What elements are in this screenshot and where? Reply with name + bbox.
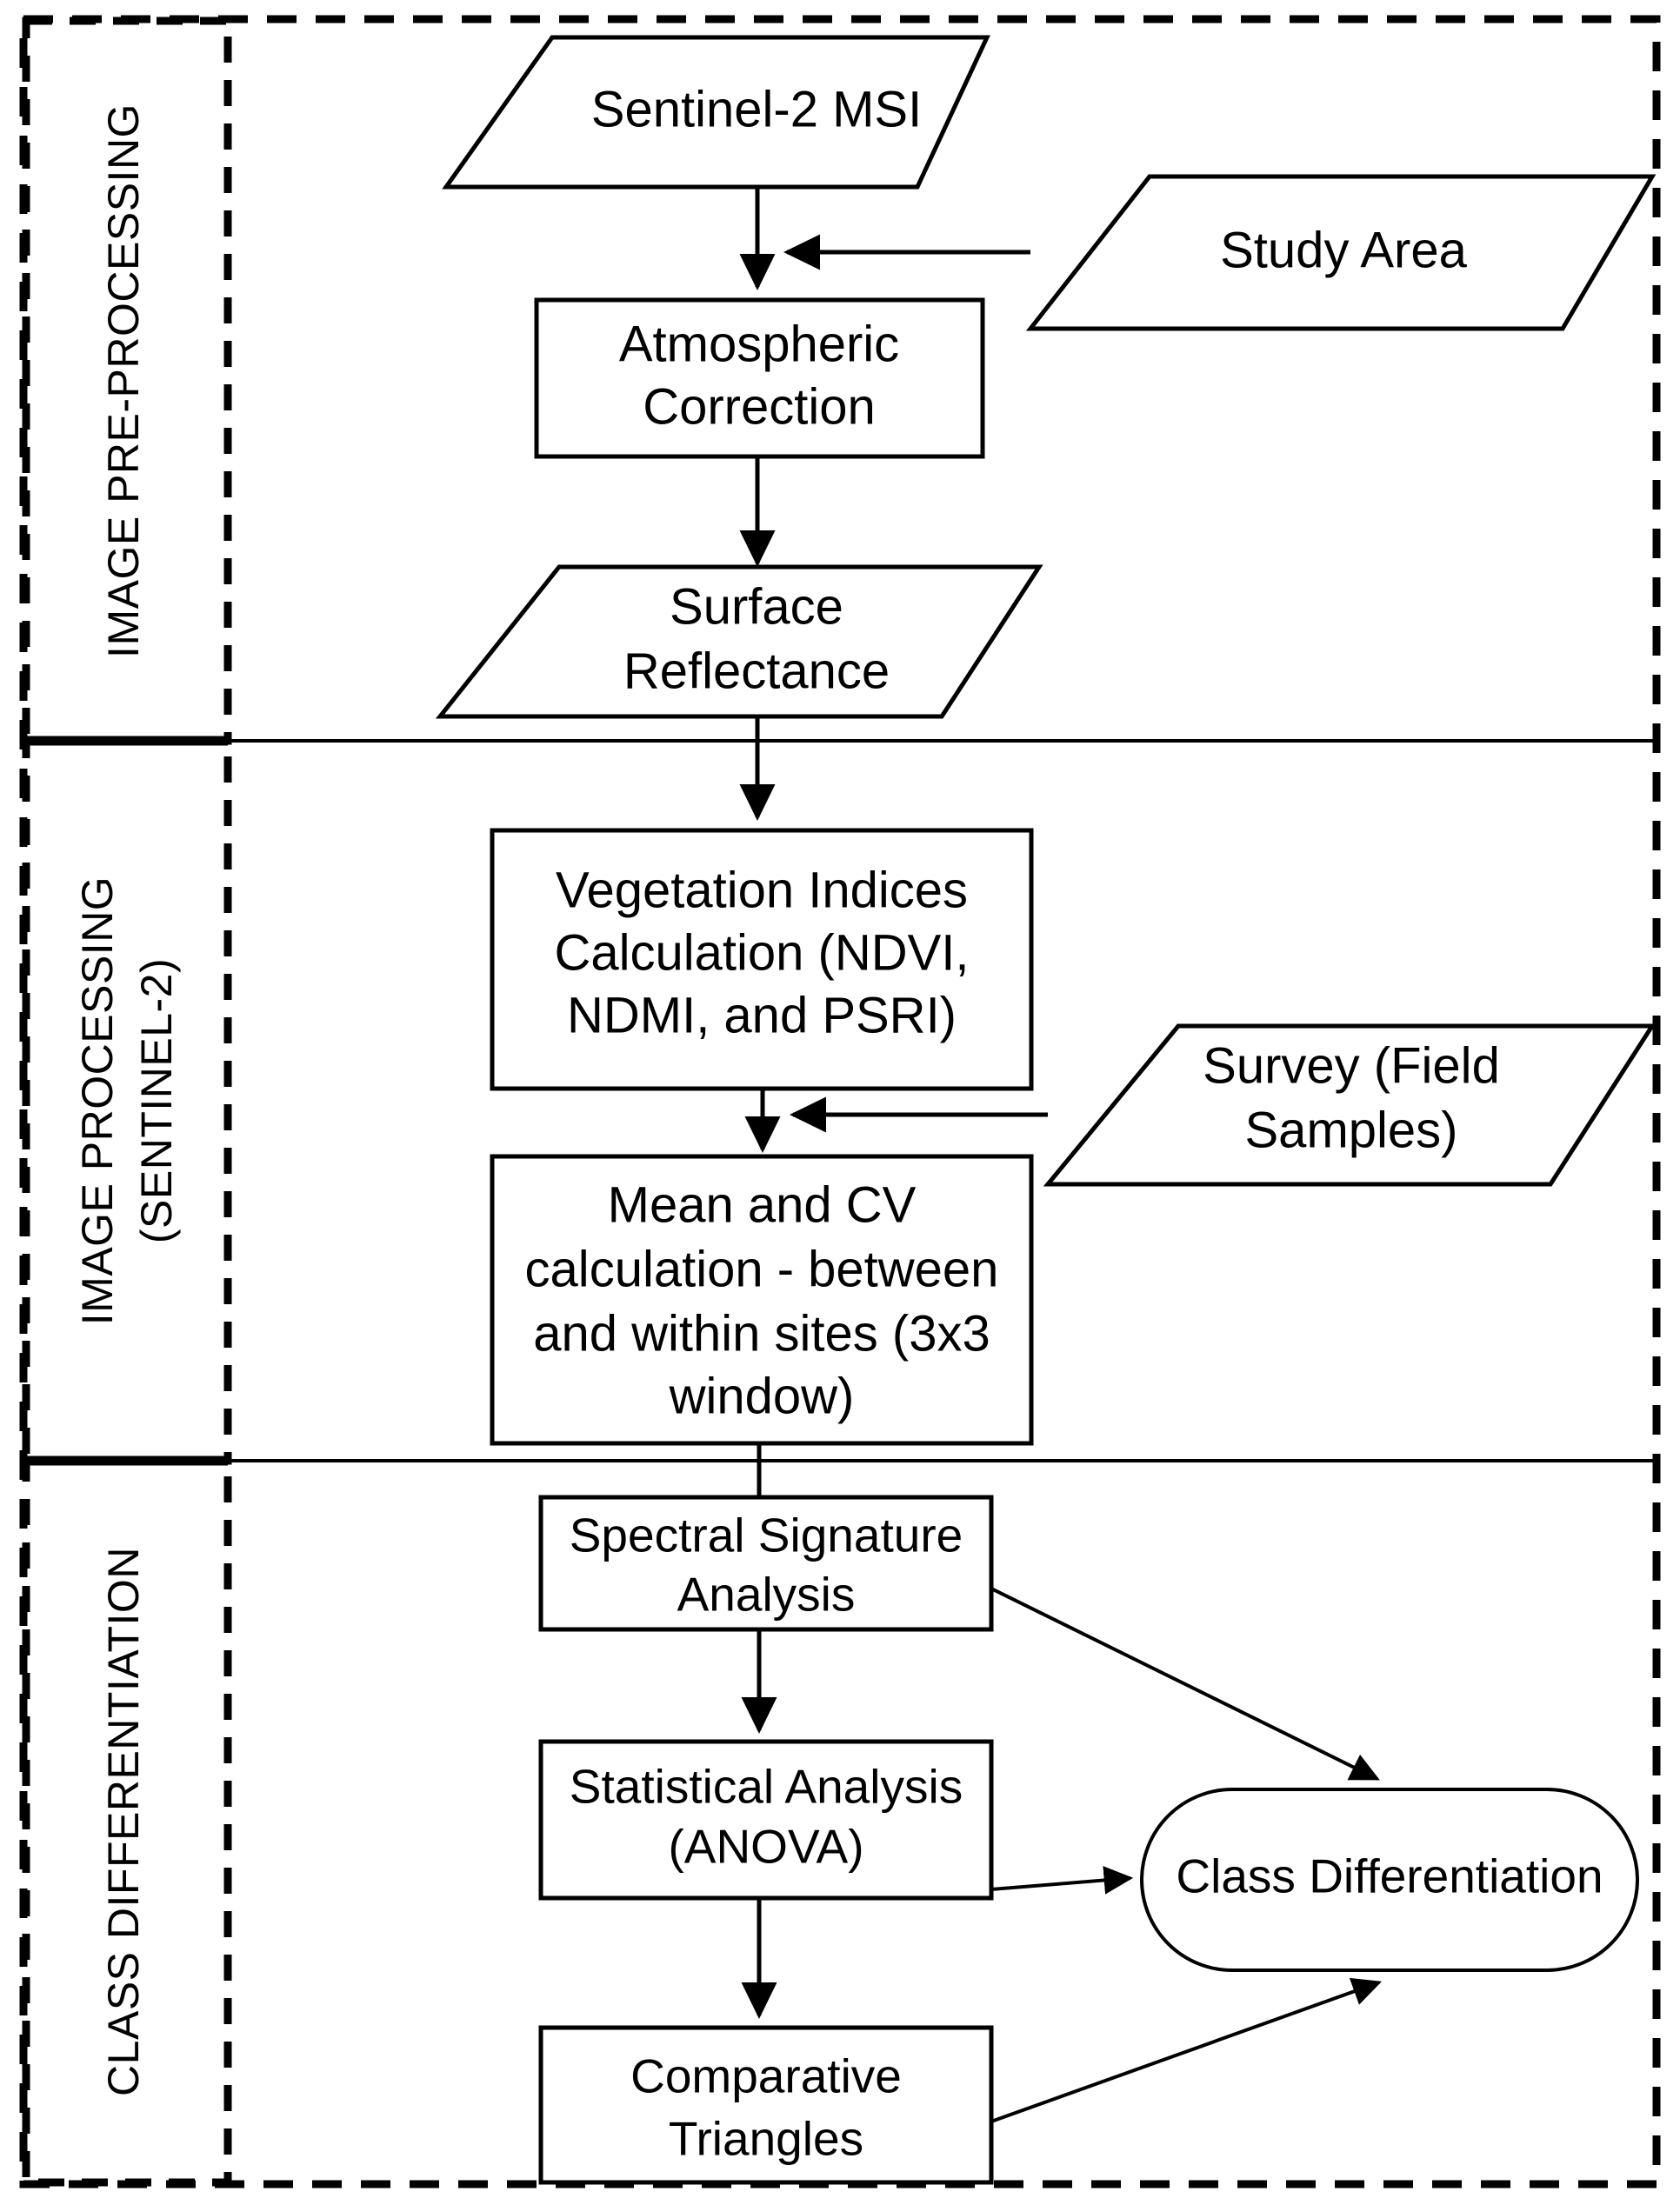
node-survey-label-line2: Samples) (1245, 1102, 1458, 1158)
node-comparative-triangles[interactable] (538, 2025, 994, 2185)
sidebar-band-processing-box (22, 736, 232, 1465)
node-survey-field-samples[interactable] (1043, 1023, 1657, 1187)
node-class-differentiation-result-label: Class Differentiation (1176, 1849, 1603, 1903)
node-mean-cv-label-line4: window) (669, 1368, 855, 1424)
node-study-area-label: Study Area (1220, 222, 1467, 278)
node-atmospheric-correction-label-line1: Atmospheric (619, 316, 899, 372)
node-comparative-triangles-label-line2: Triangles (669, 2112, 863, 2166)
node-statistical-analysis-label-line2: (ANOVA) (668, 1820, 863, 1874)
node-surface-reflectance-label-line2: Reflectance (623, 643, 890, 699)
node-mean-cv-label-line2: calculation - between (525, 1241, 999, 1297)
node-spectral-signature-label-line1: Spectral Signature (570, 1509, 963, 1562)
edge-statistical-to-class-differentiation (990, 1866, 1134, 1895)
node-statistical-analysis-anova[interactable] (538, 1739, 994, 1901)
node-vegetation-indices-label-line1: Vegetation Indices (556, 862, 968, 918)
node-comparative-triangles-label-line1: Comparative (630, 2049, 902, 2103)
node-mean-cv-label-line3: and within sites (3x3 (533, 1305, 990, 1362)
band-label-pre-processing: IMAGE PRE-PROCESSING (99, 103, 148, 658)
edge-comparative-triangles-to-class-differentiation (990, 1977, 1383, 2123)
node-class-differentiation-result[interactable] (1140, 1788, 1639, 1972)
node-survey-label-line1: Survey (Field (1203, 1037, 1500, 1094)
node-study-area[interactable] (1025, 174, 1657, 331)
edge-spectral-signature-to-class-differentiation (990, 1587, 1380, 1781)
node-sentinel-2-msi[interactable] (442, 35, 990, 190)
node-spectral-signature-label-line2: Analysis (677, 1568, 856, 1622)
node-surface-reflectance[interactable] (435, 564, 1043, 719)
node-vegetation-indices-calculation[interactable] (490, 828, 1034, 1091)
node-vegetation-indices-label-line2: Calculation (NDVI, (554, 924, 969, 981)
node-spectral-signature-analysis[interactable] (538, 1495, 994, 1632)
node-mean-cv-label-line1: Mean and CV (608, 1176, 917, 1233)
node-atmospheric-correction-label-line2: Correction (643, 378, 876, 435)
node-surface-reflectance-label-line1: Surface (670, 578, 843, 635)
node-vegetation-indices-label-line3: NDMI, and PSRI) (567, 987, 957, 1043)
node-sentinel-2-msi-label: Sentinel-2 MSI (591, 81, 922, 137)
band-label-processing-line1: IMAGE PROCESSING (73, 876, 122, 1325)
node-statistical-analysis-label-line1: Statistical Analysis (570, 1760, 963, 1814)
node-mean-and-cv-calculation[interactable] (490, 1154, 1034, 1446)
band-label-class-differentiation: CLASS DIFFERENTIATION (99, 1547, 148, 2096)
band-label-processing-line2: (SENTINEL-2) (132, 958, 181, 1243)
